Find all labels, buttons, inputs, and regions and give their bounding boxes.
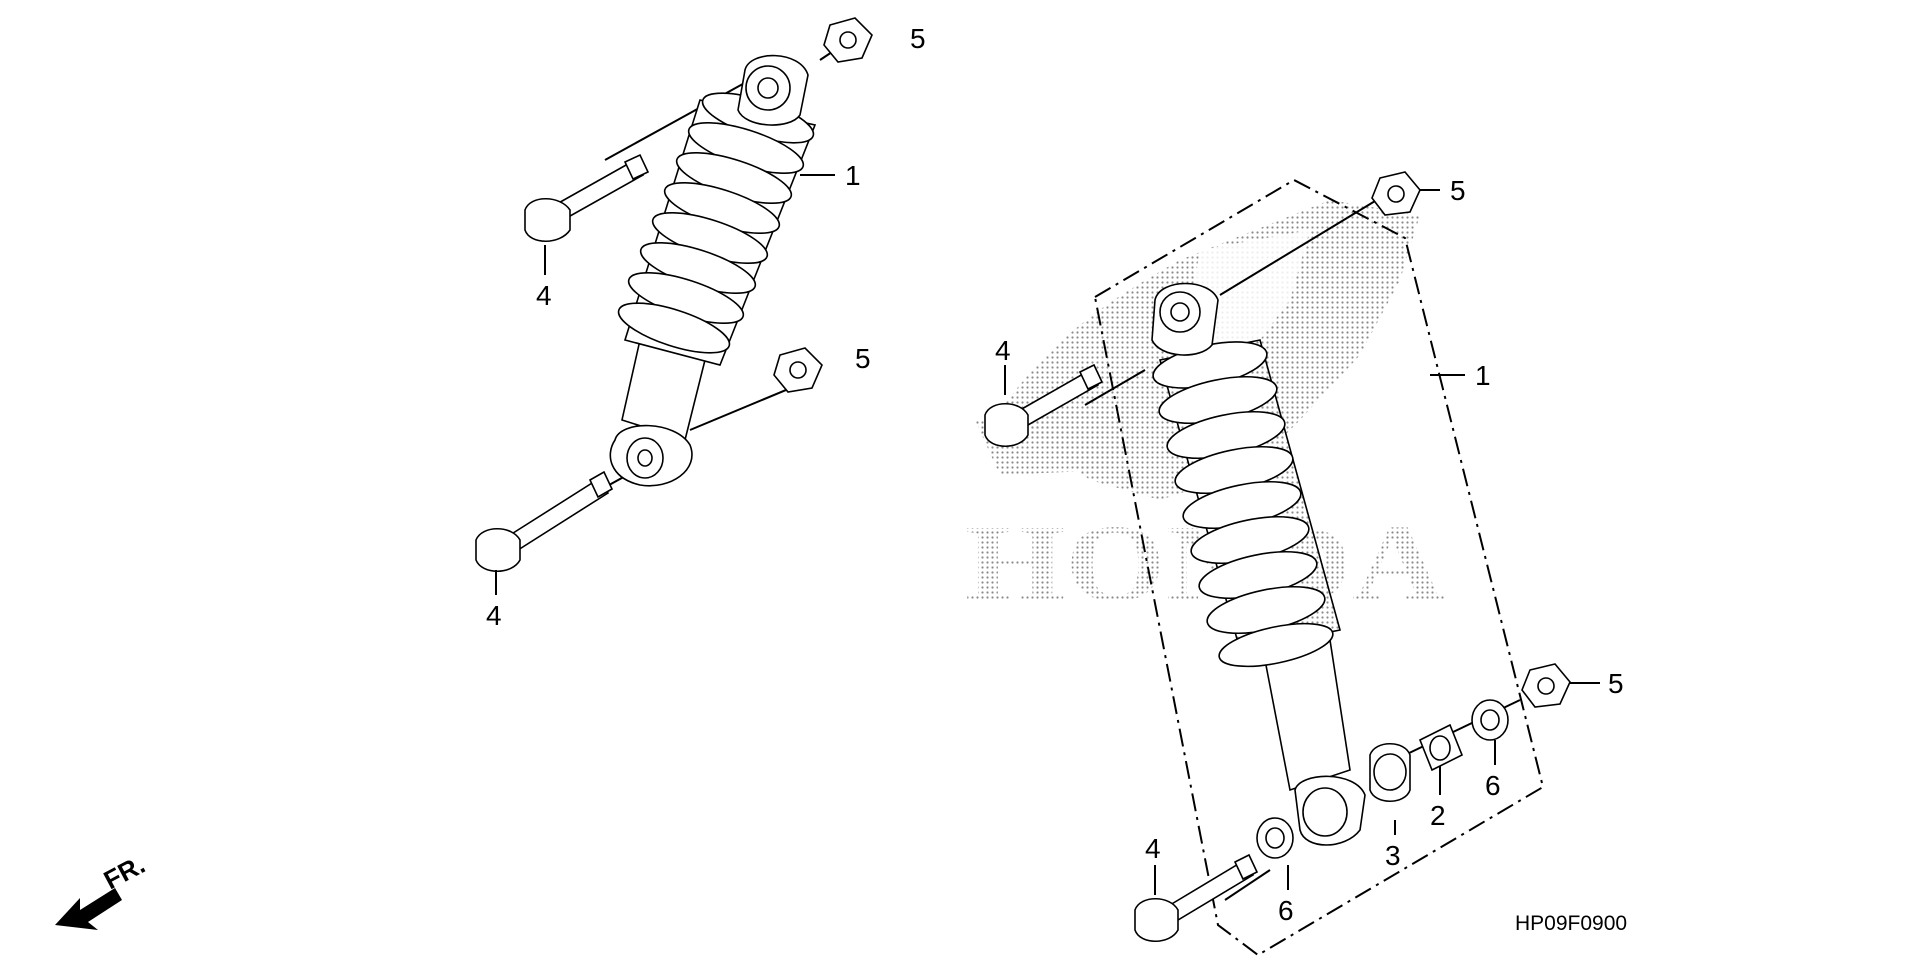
callout-right-shock: 1: [1475, 360, 1491, 391]
right-spring: [1152, 339, 1341, 668]
right-nut-top: [1371, 171, 1421, 216]
left-top-eye: [737, 54, 809, 126]
callout-bushing: 3: [1385, 840, 1401, 871]
front-direction-indicator: FR.: [55, 849, 150, 930]
right-nut-bottom: [1521, 663, 1571, 708]
front-direction-label: FR.: [99, 849, 150, 895]
right-seal-left: [1256, 817, 1294, 859]
left-shock-assembly: [475, 17, 873, 573]
right-shock-assembly: [984, 171, 1600, 957]
right-bolt-bottom: [1134, 853, 1259, 943]
callout-left-nut-top: 5: [910, 23, 926, 54]
left-spring: [617, 92, 817, 366]
diagram-code: HP09F0900: [1515, 912, 1627, 935]
right-top-eye: [1151, 282, 1219, 356]
callout-left-bolt-top: 4: [536, 280, 552, 311]
right-seal-right: [1471, 699, 1509, 741]
left-bolt-top: [524, 153, 650, 243]
right-damper-body: [1264, 638, 1366, 846]
callout-collar: 2: [1430, 800, 1446, 831]
left-damper-body: [609, 338, 706, 487]
callout-seal-left: 6: [1278, 895, 1294, 926]
callout-right-bolt-top: 4: [995, 335, 1011, 366]
callout-right-nut-top: 5: [1450, 175, 1466, 206]
right-bolt-top: [984, 363, 1104, 448]
callout-seal-right: 6: [1485, 770, 1501, 801]
right-collar: [1418, 723, 1464, 772]
right-bushing: [1369, 742, 1411, 803]
callout-right-nut-bottom: 5: [1608, 668, 1624, 699]
callout-left-bolt-bottom: 4: [486, 600, 502, 631]
callout-right-bolt-bottom: 4: [1145, 833, 1161, 864]
callout-left-shock: 1: [845, 160, 861, 191]
left-nut-top: [823, 17, 873, 63]
callout-left-nut-bottom: 5: [855, 343, 871, 374]
left-nut-bottom: [773, 347, 823, 393]
assembly-boundary: [1093, 178, 1545, 957]
left-bolt-bottom: [475, 470, 614, 573]
front-arrow-icon: [55, 888, 122, 930]
